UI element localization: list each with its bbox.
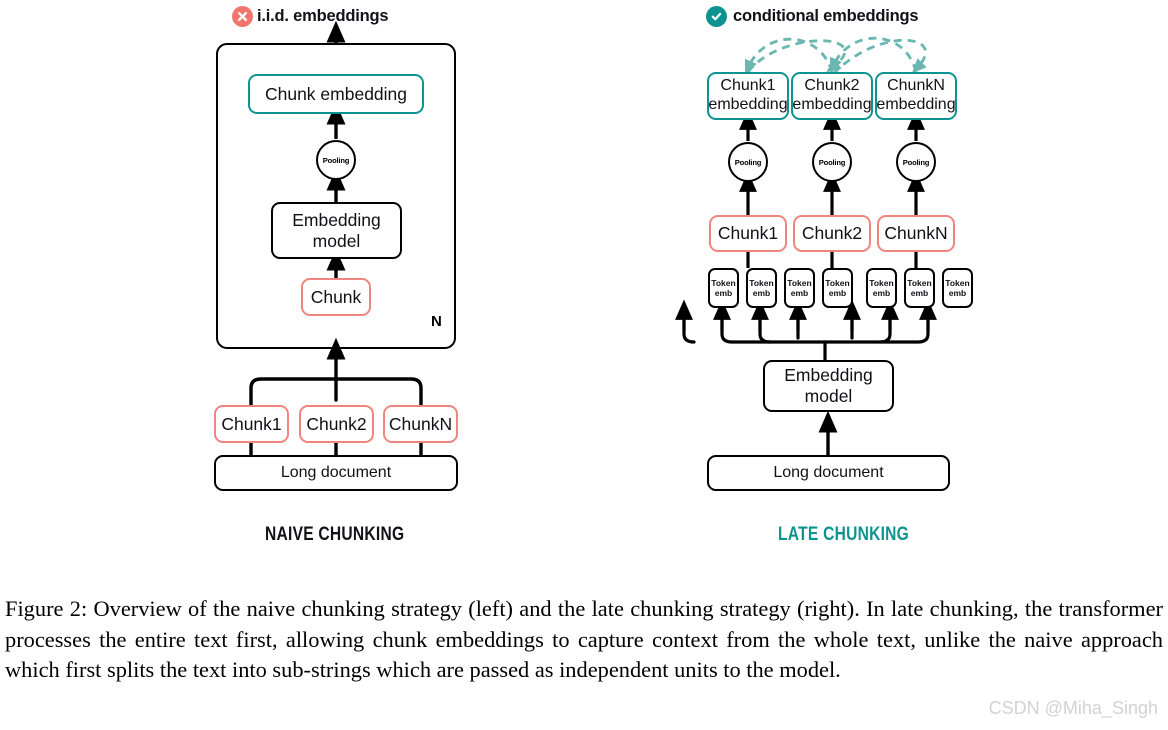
token-embedding-4-line1: Token [825, 277, 850, 288]
pooling-label: Pooling [734, 157, 762, 167]
naive-loop-box [216, 43, 456, 349]
pooling-label: Pooling [902, 157, 930, 167]
token-embedding-2: Token emb [746, 268, 777, 308]
chunk-embedding-box: Chunk embedding [248, 74, 424, 114]
embedding-model-box-naive: Embedding model [271, 202, 402, 259]
token-embedding-7-line1: Token [945, 277, 970, 288]
conditional-embeddings-label: conditional embeddings [733, 7, 919, 25]
naive-chunk-2: Chunk2 [299, 405, 374, 443]
token-embedding-3-line2: emb [790, 288, 809, 298]
late-chunk-embedding-1: Chunk1 embedding [707, 72, 789, 120]
pooling-label: Pooling [322, 155, 350, 165]
late-chunk-embedding-2-line1: Chunk2 [804, 77, 860, 95]
token-embedding-3: Token emb [784, 268, 815, 308]
naive-chunk-n: ChunkN [383, 405, 458, 443]
bracket-model-to-tokens [675, 299, 937, 362]
pooling-circle-naive: Pooling [316, 140, 356, 180]
late-chunk-embedding-2: Chunk2 embedding [791, 72, 873, 120]
token-embedding-6: Token emb [904, 268, 935, 308]
long-document-box-naive: Long document [214, 455, 458, 491]
repeat-count-label: N [431, 313, 442, 330]
iid-embeddings-label: i.i.d. embeddings [257, 7, 389, 25]
late-chunk-n: ChunkN [877, 215, 955, 252]
pooling-circle-late-1: Pooling [728, 142, 768, 182]
arrows-pooling-to-chunkembeddings [739, 109, 925, 141]
pooling-circle-late-2: Pooling [812, 142, 852, 182]
late-chunk-embedding-1-line2: embedding [708, 96, 788, 113]
token-embedding-2-line2: emb [752, 288, 771, 298]
figure-caption: Figure 2: Overview of the naive chunking… [5, 596, 1163, 682]
naive-chunking-title: NAIVE CHUNKING [265, 524, 405, 545]
late-chunk-embedding-n-line2: embedding [876, 96, 956, 113]
lines-tokens-to-chunks [746, 252, 918, 268]
x-circle-icon [232, 6, 253, 27]
naive-chunk-1: Chunk1 [214, 405, 289, 443]
late-chunk-embedding-1-line1: Chunk1 [720, 77, 776, 95]
embedding-model-line1: Embedding [784, 365, 873, 386]
token-embedding-6-line2: emb [910, 288, 929, 298]
token-embedding-1: Token emb [708, 268, 739, 308]
arrows-chunk-to-pooling [739, 171, 925, 215]
watermark-label: CSDN @Miha_Singh [988, 698, 1158, 718]
token-embedding-1-line2: emb [714, 288, 733, 298]
token-embedding-1-line1: Token [711, 277, 736, 288]
late-chunk-embedding-n: ChunkN embedding [875, 72, 957, 120]
late-chunk-embedding-2-line2: embedding [792, 96, 872, 113]
token-embedding-3-line1: Token [787, 277, 812, 288]
dashed-context-arcs [744, 36, 927, 75]
long-document-box-late: Long document [707, 455, 950, 491]
token-embedding-5: Token emb [866, 268, 897, 308]
token-embedding-7: Token emb [942, 268, 973, 308]
pooling-label: Pooling [818, 157, 846, 167]
token-embedding-7-line2: emb [948, 288, 967, 298]
chunk-box-naive: Chunk [301, 278, 371, 316]
embedding-model-line2: model [804, 386, 853, 406]
embedding-model-box-late: Embedding model [763, 360, 894, 412]
late-chunk-1: Chunk1 [709, 215, 787, 252]
diagram-connectors [249, 20, 937, 455]
line-longdoc-to-chunks [249, 443, 423, 455]
token-embedding-4: Token emb [822, 268, 853, 308]
token-embedding-5-line2: emb [872, 288, 891, 298]
embedding-model-line1: Embedding [292, 209, 381, 230]
pooling-circle-late-n: Pooling [896, 142, 936, 182]
token-embedding-5-line1: Token [869, 277, 894, 288]
embedding-model-line2: model [312, 230, 361, 251]
late-chunk-embedding-n-line1: ChunkN [887, 77, 945, 95]
late-chunking-title: LATE CHUNKING [778, 524, 910, 545]
figure-diagram-area: i.i.d. embeddings conditional embeddings… [214, 6, 973, 545]
token-embedding-6-line1: Token [907, 277, 932, 288]
token-embedding-4-line2: emb [828, 288, 847, 298]
check-circle-icon [706, 6, 727, 27]
late-chunk-2: Chunk2 [793, 215, 871, 252]
bracket-chunks-to-loopbox [249, 337, 423, 407]
token-embedding-2-line1: Token [749, 277, 774, 288]
